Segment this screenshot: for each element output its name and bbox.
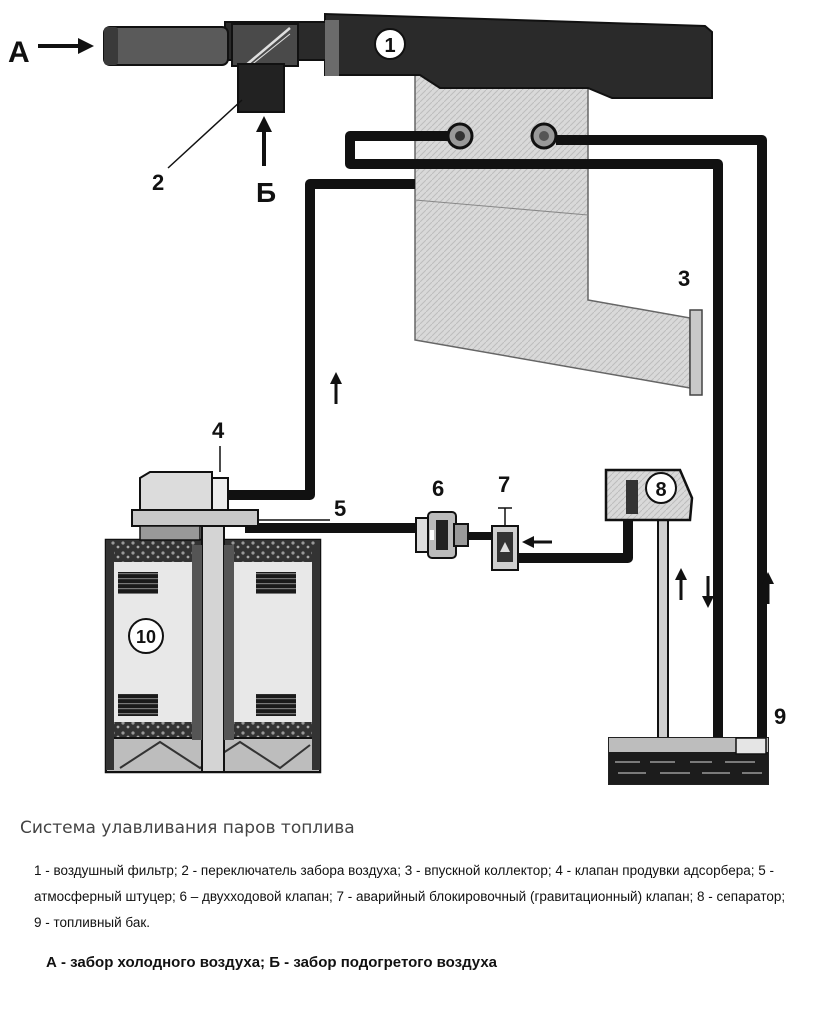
fuel-vapor-system-diagram: 1 8 10 А Б 2 3 4 5 6 7 9 [8, 12, 786, 785]
air-filter-housing [224, 12, 713, 99]
intake-manifold [414, 69, 703, 396]
label-4: 4 [212, 418, 225, 443]
label-3: 3 [678, 266, 690, 291]
rollover-valve [491, 507, 519, 571]
air-intake-switch [231, 23, 299, 113]
label-5: 5 [334, 496, 346, 521]
label-10: 10 [136, 627, 156, 647]
label-A: А [8, 36, 30, 69]
diagram-caption: Система улавливания паров топлива [20, 818, 355, 838]
hose-manifold-to-tank [556, 135, 767, 740]
two-way-valve [415, 511, 469, 559]
label-9: 9 [774, 704, 786, 729]
separator-return-tube [657, 514, 669, 744]
label-1-circle [374, 28, 406, 60]
manifold-fitting-right [530, 122, 558, 150]
label-B: Б [256, 177, 276, 208]
hose-purge-to-manifold [225, 179, 415, 500]
leader-line-2 [167, 99, 243, 169]
label-8: 8 [655, 479, 666, 501]
purge-valve [131, 446, 259, 541]
intake-note: А - забор холодного воздуха; Б - забор п… [46, 954, 498, 971]
hose-rollover-to-separator [518, 515, 633, 563]
cold-air-inlet-pipe [103, 26, 229, 66]
label-7: 7 [498, 472, 510, 497]
manifold-fitting-left [446, 122, 474, 150]
hose-manifold-loop [345, 131, 723, 740]
label-10-circle [128, 618, 164, 654]
label-1: 1 [384, 35, 395, 57]
label-6: 6 [432, 476, 444, 501]
label-8-circle [645, 472, 677, 504]
legend-text: 1 - воздушный фильтр; 2 - переключатель … [34, 863, 786, 930]
label-2: 2 [152, 170, 164, 195]
fuel-tank [608, 737, 769, 785]
adsorber-canister [104, 519, 322, 774]
